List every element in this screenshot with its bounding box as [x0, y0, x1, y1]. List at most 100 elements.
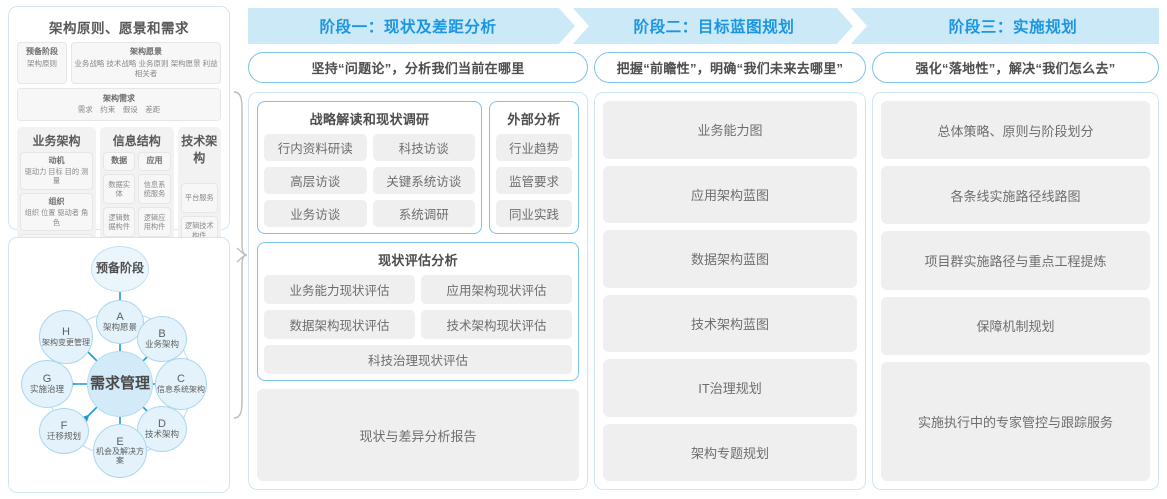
external-item-2[interactable]: 同业实践: [496, 200, 572, 227]
adm-node-a-letter: A: [116, 311, 124, 324]
togaf-vision-row: 预备阶段 架构原则 架构愿景 业务战略 技术战略 业务原则 架构愿景 利益相关者: [14, 42, 224, 85]
togaf-requirements-items: 需求 约束 假设 差距: [77, 105, 161, 115]
phase-3-item-0[interactable]: 总体策略、原则与阶段划分: [881, 101, 1150, 160]
phase-2-item-1[interactable]: 应用架构蓝图: [603, 165, 857, 223]
togaf-prep-box: 预备阶段 架构原则: [17, 42, 67, 85]
phase-2-item-0[interactable]: 业务能力图: [603, 101, 857, 159]
adm-node-e-name: 机会及解决方案: [96, 447, 144, 466]
adm-node-h: H 架构变更管理: [39, 310, 93, 364]
adm-node-f-letter: F: [60, 420, 68, 433]
phase-3-item-2[interactable]: 项目群实施路径与重点工程提炼: [881, 231, 1150, 290]
research-item-4[interactable]: 业务访谈: [264, 200, 367, 227]
phase-1-top-row: 战略解读和现状调研 行内资料研读 科技访谈 高层访谈 关键系统访谈 业务访谈 系…: [257, 101, 579, 234]
togaf-title: 架构原则、愿景和需求: [49, 21, 189, 36]
assessment-group-title: 现状评估分析: [378, 253, 458, 268]
adm-node-g-name: 实施治理: [29, 384, 64, 395]
togaf-column-information-title: 信息结构: [112, 133, 161, 148]
external-item-1[interactable]: 监管要求: [496, 167, 572, 194]
assessment-group-items: 业务能力现状评估 应用架构现状评估 数据架构现状评估 技术架构现状评估: [264, 275, 572, 339]
togaf-prep-items: 架构原则: [27, 58, 57, 68]
research-group[interactable]: 战略解读和现状调研 行内资料研读 科技访谈 高层访谈 关键系统访谈 业务访谈 系…: [257, 101, 482, 234]
togaf-business-group-1-items: 组织 位置 驱动者 角色: [24, 208, 89, 227]
adm-center-requirements-management: 需求管理: [87, 351, 153, 417]
phase-column-1: 坚持“问题论”，分析我们当前在哪里 战略解读和现状调研 行内资料研读 科技访谈 …: [248, 52, 588, 490]
adm-node-f: F 迁移规划: [39, 408, 89, 454]
phase-band-label-3: 阶段三：实施规划: [948, 19, 1078, 36]
external-analysis-title: 外部分析: [507, 112, 561, 127]
assessment-item-0[interactable]: 业务能力现状评估: [264, 275, 415, 304]
phase-2-item-4[interactable]: IT治理规划: [603, 359, 857, 417]
assessment-item-4[interactable]: 科技治理现状评估: [264, 345, 572, 374]
adm-node-e-letter: E: [116, 436, 124, 448]
left-reference-column: 架构原则、愿景和需求 预备阶段 架构原则 架构愿景 业务战略 技术战略 业务原则…: [8, 6, 230, 493]
togaf-data-item-0: 数据实体: [102, 174, 136, 205]
phase-3-statement: 强化“落地性”，解决“我们怎么去”: [872, 52, 1159, 83]
togaf-tech-item-0: 平台服务: [180, 182, 218, 213]
adm-node-f-name: 迁移规划: [46, 431, 81, 442]
phase-band-label-1: 阶段一：现状及差距分析: [319, 19, 497, 36]
adm-cycle-panel: 预备阶段 需求管理 A 架构愿景 B 业务架构 C: [8, 237, 230, 493]
adm-node-h-name: 架构变更管理: [42, 337, 90, 347]
phase-2-item-5[interactable]: 架构专题规划: [603, 423, 857, 481]
phase-2-body: 业务能力图 应用架构蓝图 数据架构蓝图 技术架构蓝图 IT治理规划 架构专题规划: [594, 92, 866, 490]
togaf-business-group-0-title: 动机: [48, 155, 65, 165]
phase-band: 阶段一：现状及差距分析 阶段二：目标蓝图规划 阶段三：实施规划: [248, 6, 1159, 46]
assessment-item-1[interactable]: 应用架构现状评估: [421, 275, 572, 304]
assessment-item-2[interactable]: 数据架构现状评估: [264, 310, 415, 339]
phase-3-body: 总体策略、原则与阶段划分 各条线实施路径线路图 项目群实施路径与重点工程提炼 保…: [872, 92, 1159, 490]
research-item-5[interactable]: 系统调研: [372, 200, 475, 227]
togaf-app-title-box: 应用: [138, 151, 171, 172]
assessment-full-row: 科技治理现状评估: [264, 345, 572, 374]
phase-column-2: 把握“前瞻性”，明确“我们未来去哪里” 业务能力图 应用架构蓝图 数据架构蓝图 …: [594, 52, 866, 490]
phase-2-item-3[interactable]: 技术架构蓝图: [603, 294, 857, 352]
togaf-requirements-title: 架构需求: [103, 94, 135, 104]
phase-2-statement: 把握“前瞻性”，明确“我们未来去哪里”: [594, 52, 866, 83]
research-item-3[interactable]: 关键系统访谈: [372, 167, 475, 194]
togaf-column-technology-title: 技术架构: [181, 133, 218, 165]
togaf-business-group-0-items: 驱动力 目标 目的 测量: [24, 167, 89, 186]
research-group-title: 战略解读和现状调研: [309, 112, 430, 127]
phase-2-item-2[interactable]: 数据架构蓝图: [603, 230, 857, 288]
togaf-vision-title: 架构愿景: [130, 47, 162, 56]
phase-1-report[interactable]: 现状与差异分析报告: [257, 389, 579, 481]
assessment-item-3[interactable]: 技术架构现状评估: [421, 310, 572, 339]
togaf-app-item-0: 信息系统服务: [138, 174, 171, 205]
research-item-2[interactable]: 高层访谈: [264, 167, 367, 194]
adm-node-c: C 信息系统架构: [155, 358, 207, 410]
research-item-0[interactable]: 行内资料研读: [264, 134, 367, 161]
adm-center-label: 需求管理: [89, 375, 150, 393]
togaf-vision-items: 业务战略 技术战略 业务原则 架构愿景 利益相关者: [74, 58, 218, 78]
phase-3-item-4[interactable]: 实施执行中的专家管控与跟踪服务: [881, 361, 1150, 482]
phase-3-item-3[interactable]: 保障机制规划: [881, 296, 1150, 355]
togaf-column-business-title: 业务架构: [32, 133, 81, 148]
adm-node-c-letter: C: [177, 373, 185, 386]
bracket-connector: [233, 91, 248, 419]
adm-node-b-name: 业务架构: [144, 339, 179, 350]
research-group-items: 行内资料研读 科技访谈 高层访谈 关键系统访谈 业务访谈 系统调研: [264, 134, 475, 227]
togaf-requirements-box: 架构需求 需求 约束 假设 差距: [17, 88, 221, 121]
adm-node-prep: 预备阶段: [91, 246, 149, 292]
adm-node-g: G 实施治理: [21, 360, 73, 408]
togaf-prep-title: 预备阶段: [26, 47, 58, 56]
phase-column-3: 强化“落地性”，解决“我们怎么去” 总体策略、原则与阶段划分 各条线实施路径线路…: [872, 52, 1159, 490]
togaf-app-title: 应用: [146, 155, 163, 165]
external-analysis-items: 行业趋势 监管要求 同业实践: [496, 134, 572, 227]
phase-band-label-2: 阶段二：目标蓝图规划: [633, 19, 795, 36]
adm-node-e: E 机会及解决方案: [93, 424, 147, 478]
external-item-0[interactable]: 行业趋势: [496, 134, 572, 161]
togaf-business-group-0: 动机 驱动力 目标 目的 测量: [20, 151, 93, 190]
adm-node-d-letter: D: [158, 418, 166, 431]
phase-1-body: 战略解读和现状调研 行内资料研读 科技访谈 高层访谈 关键系统访谈 业务访谈 系…: [248, 92, 588, 490]
adm-node-b-letter: B: [158, 328, 166, 341]
phase-3-item-1[interactable]: 各条线实施路径线路图: [881, 166, 1150, 225]
external-analysis-group[interactable]: 外部分析 行业趋势 监管要求 同业实践: [489, 101, 579, 234]
adm-node-g-letter: G: [42, 373, 52, 386]
phase-band-chevrons: [248, 6, 1159, 46]
adm-node-c-name: 信息系统架构: [157, 384, 205, 394]
adm-node-h-letter: H: [62, 326, 70, 339]
togaf-app-item-1: 逻辑应用构件: [138, 207, 171, 238]
togaf-vision-box: 架构愿景 业务战略 技术战略 业务原则 架构愿景 利益相关者: [71, 42, 221, 85]
assessment-group[interactable]: 现状评估分析 业务能力现状评估 应用架构现状评估 数据架构现状评估 技术架构现状…: [257, 242, 579, 381]
research-item-1[interactable]: 科技访谈: [372, 134, 475, 161]
phase-1-statement: 坚持“问题论”，分析我们当前在哪里: [248, 52, 588, 83]
